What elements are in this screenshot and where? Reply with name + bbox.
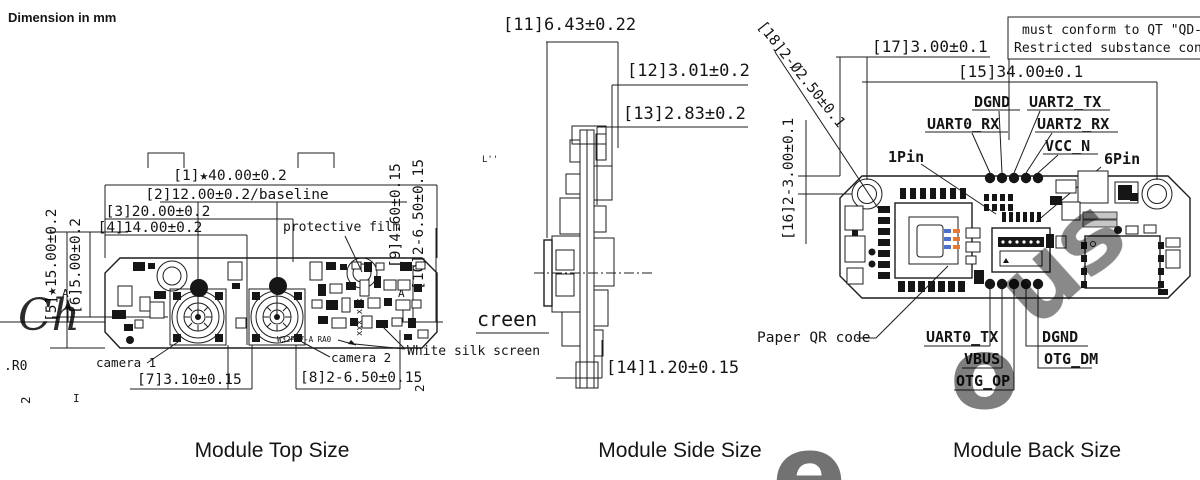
dim17-lines	[836, 56, 990, 180]
dim12-lines	[611, 84, 748, 172]
uart2-rx-label: UART2_RX	[1037, 115, 1109, 133]
back-right-components	[1050, 170, 1181, 295]
dim-14: [14]1.20±0.15	[606, 358, 739, 378]
dim14-lines	[556, 340, 603, 379]
screen-text-fragment: creen	[477, 307, 537, 331]
camera2-label: camera 2	[331, 350, 391, 365]
white-silk-leaders	[354, 323, 406, 350]
dgnd-bottom-label: DGND	[1042, 328, 1078, 346]
section-a-label-left: A	[62, 287, 69, 300]
section-arrowhead-left	[65, 299, 71, 308]
watermark-fragment-ch: Ch	[18, 290, 80, 341]
side-module-profile	[534, 125, 652, 389]
caption-side-view: Module Side Size	[598, 439, 761, 462]
watermark-fragment-o: o	[950, 315, 1019, 432]
top-board-outline	[104, 257, 438, 349]
dim16-lines	[798, 120, 852, 244]
dim-12: [12]3.01±0.2	[627, 61, 750, 81]
dim18-leader	[774, 51, 879, 209]
side-view: [11]6.43±0.22 [12]3.01±0.2 [13]2.83±0.2 …	[476, 15, 750, 389]
camera1-lens	[169, 279, 227, 346]
compliance-note-box	[1007, 16, 1200, 60]
dim-6: [6]5.00±0.2	[68, 218, 84, 314]
protective-film-label: protective film	[283, 220, 401, 235]
dim-10: [10]2-6.50±0.15	[411, 159, 427, 290]
back-mounting-hole-left	[851, 178, 883, 210]
pin1-leader	[920, 163, 997, 215]
vbus-label: VBUS	[964, 350, 1000, 368]
otg-dm-label: OTG_DM	[1044, 350, 1098, 368]
dim-3: [3]20.00±0.2	[106, 204, 211, 220]
dim-15: [15]34.00±0.1	[958, 62, 1083, 81]
top-pin-dots	[984, 172, 1044, 184]
captions: Module Top Size Module Side Size Module …	[195, 439, 1121, 462]
dgnd-top-label: DGND	[974, 93, 1010, 111]
dim-4: [4]14.00±0.2	[98, 220, 203, 236]
dim-1: [1]★40.00±0.2	[173, 168, 287, 184]
dim-16: [16]2-3.00±0.1	[781, 118, 797, 240]
camera2-leader	[301, 341, 331, 358]
uart0-rx-label: UART0_RX	[927, 115, 999, 133]
bottom-pin-leaders	[989, 289, 1092, 390]
otg-op-label: OTG_OP	[956, 372, 1010, 390]
protective-film-leader	[344, 235, 363, 273]
caption-top-view: Module Top Size	[195, 439, 350, 462]
compliance-note-line2: Restricted substance control	[1014, 41, 1200, 56]
uart2-tx-label: UART2_TX	[1029, 93, 1101, 111]
dim11-lines	[546, 41, 619, 238]
dim-7: [7]3.10±0.15	[137, 372, 242, 388]
compliance-note-line1: must conform to QT "QD-5	[1022, 23, 1200, 38]
uart0-tx-label: UART0_TX	[926, 328, 998, 346]
dim-2: [2]12.00±0.2/baseline	[145, 187, 328, 203]
dim-5: [5]★15.00±0.2	[44, 209, 60, 323]
paper-qr-label: Paper QR code	[757, 330, 871, 346]
solder-marks-label: xxx xxx	[355, 297, 365, 336]
caption-back-view: Module Back Size	[953, 439, 1121, 462]
dim-17: [17]3.00±0.1	[872, 37, 988, 56]
chip-pin-combs	[878, 188, 966, 292]
vcc-n-label: VCC_N	[1045, 137, 1090, 155]
section-a-label-right: A	[398, 287, 405, 300]
top-bracket-outlines	[147, 152, 335, 168]
watermark-fragment-gray: e.	[772, 410, 888, 480]
bottom-pin-dots	[984, 278, 1044, 290]
units-note: Dimension in mm	[8, 10, 116, 25]
dim-11: [11]6.43±0.22	[503, 15, 636, 35]
left-dim-lines	[50, 231, 168, 349]
usb-connector	[965, 194, 1067, 284]
top-dim-extensions	[104, 185, 438, 345]
camera2-lens	[248, 277, 306, 346]
camera1-leader	[146, 341, 179, 364]
dim7-lines	[130, 345, 253, 390]
top-view: [1]★40.00±0.2 [2]12.00±0.2/baseline [3]2…	[0, 152, 540, 405]
back-mounting-hole-right	[1141, 178, 1173, 210]
stray-text-r0: .R0	[4, 359, 27, 374]
lens-marking-label: W32P07-A RA0	[277, 335, 332, 344]
stray-tick: I	[73, 392, 80, 405]
top-dim-lines	[105, 184, 437, 236]
back-left-components	[844, 205, 876, 285]
dim-8: [8]2-6.50±0.15	[300, 370, 422, 386]
pin6-marker-label: 6Pin	[1104, 150, 1140, 168]
top-board-components	[112, 261, 429, 344]
top-pin-leaders	[971, 110, 1059, 174]
lens-marking-arrowhead	[348, 340, 356, 345]
right-dim-lines	[412, 228, 437, 322]
white-silk-screen-label: White silk screen	[407, 344, 540, 359]
dim-13: [13]2.83±0.2	[623, 104, 746, 124]
back-board-outline	[839, 175, 1191, 299]
dim15-lines	[862, 81, 1158, 180]
camera1-label: camera 1	[96, 355, 156, 370]
paper-qr-leader	[857, 265, 949, 339]
pin1-marker-label: 1Pin	[888, 148, 924, 166]
dim8-lines	[295, 330, 401, 390]
dim-9: [9]4.60±0.15	[388, 163, 404, 268]
stray-text-2-left: 2	[18, 396, 33, 404]
top-mounting-hole-left	[156, 260, 188, 292]
stray-text-2-right: 2	[412, 384, 427, 392]
corner-mark: L''	[482, 155, 498, 165]
qfp-chip	[894, 202, 973, 279]
